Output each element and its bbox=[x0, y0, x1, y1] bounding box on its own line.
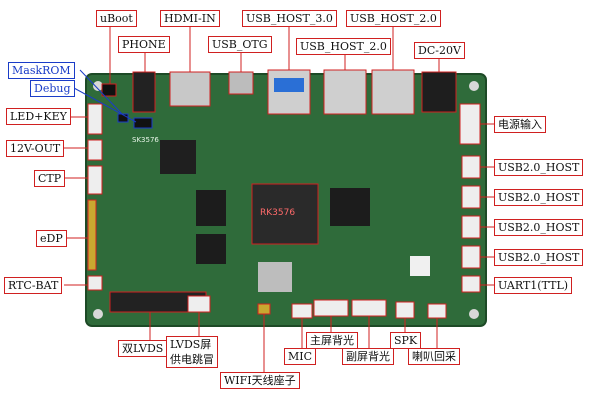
power-in-header bbox=[459, 103, 481, 145]
main-backlight-header bbox=[313, 299, 349, 317]
label-usb-host-20-top: USB_HOST_2.0 bbox=[346, 10, 441, 27]
sub-backlight-header bbox=[351, 299, 387, 317]
usb-otg-port bbox=[228, 71, 254, 95]
callout-lines bbox=[64, 22, 494, 372]
spk-header bbox=[395, 301, 415, 319]
label-mic: MIC bbox=[284, 348, 317, 365]
label-usb20-host-4: USB2.0_HOST bbox=[494, 249, 584, 266]
ctp-header bbox=[87, 165, 103, 195]
board-model-mark: SK3576 bbox=[132, 136, 159, 144]
usb20-port-b bbox=[371, 69, 415, 115]
lvds-jumper bbox=[187, 295, 211, 313]
debug-header bbox=[133, 117, 153, 129]
label-usb20-host-1: USB2.0_HOST bbox=[494, 159, 584, 176]
hdmi-port bbox=[169, 71, 211, 107]
label-usb20-host-3: USB2.0_HOST bbox=[494, 219, 584, 236]
label-wifi-antenna: WIFI天线座子 bbox=[220, 372, 300, 389]
label-dual-lvds: 双LVDS bbox=[118, 340, 168, 357]
mic-header bbox=[291, 303, 313, 319]
uart1-header bbox=[461, 275, 481, 293]
edp-connector bbox=[87, 199, 97, 271]
usb20-port-a bbox=[323, 69, 367, 115]
wifi-module bbox=[258, 262, 292, 292]
emmc-chip bbox=[330, 188, 370, 226]
label-usb-host-20-mid: USB_HOST_2.0 bbox=[296, 38, 391, 55]
label-edp: eDP bbox=[36, 230, 67, 247]
dc-jack bbox=[421, 71, 457, 113]
usb30-tongue bbox=[274, 78, 304, 92]
mount-hole bbox=[93, 81, 103, 91]
soc-mark: RK3576 bbox=[260, 208, 296, 218]
label-uboot: uBoot bbox=[96, 10, 137, 27]
label-hdmi-in: HDMI-IN bbox=[160, 10, 220, 27]
label-dc-20v: DC-20V bbox=[414, 42, 465, 59]
ddr-chip-b bbox=[196, 234, 226, 264]
usb20-header-1 bbox=[461, 155, 481, 179]
phone-jack bbox=[132, 71, 156, 113]
label-rtc-bat: RTC-BAT bbox=[4, 277, 63, 294]
qr-code bbox=[410, 256, 430, 276]
12v-out-header bbox=[87, 139, 103, 161]
pmic-chip bbox=[160, 140, 196, 174]
label-phone: PHONE bbox=[118, 36, 170, 53]
mount-hole bbox=[469, 309, 479, 319]
label-12v-out: 12V-OUT bbox=[6, 140, 65, 157]
label-maskrom: MaskROM bbox=[8, 62, 75, 79]
label-usb-host-30: USB_HOST_3.0 bbox=[242, 10, 337, 27]
wifi-antenna-socket bbox=[257, 303, 271, 315]
mount-hole bbox=[93, 309, 103, 319]
label-usb20-host-2: USB2.0_HOST bbox=[494, 189, 584, 206]
usb20-header-3 bbox=[461, 215, 481, 239]
label-lvds-jumper: LVDS屏 供电跳冒 bbox=[166, 336, 218, 368]
mount-hole bbox=[469, 81, 479, 91]
label-uart1: UART1(TTL) bbox=[494, 277, 573, 294]
label-horn-loop: 喇叭回采 bbox=[408, 348, 460, 365]
uboot-button bbox=[101, 83, 117, 97]
usb20-header-2 bbox=[461, 185, 481, 209]
label-ctp: CTP bbox=[34, 170, 66, 187]
soc-chip bbox=[251, 183, 319, 245]
label-led-key: LED+KEY bbox=[6, 108, 71, 125]
label-main-backlight: 主屏背光 bbox=[306, 332, 358, 349]
label-spk: SPK bbox=[390, 332, 422, 349]
label-power-in: 电源输入 bbox=[494, 116, 546, 133]
led-key-header bbox=[87, 103, 103, 135]
callout-lines-blue bbox=[73, 69, 137, 123]
rtc-bat-header bbox=[87, 275, 103, 291]
horn-loop-header bbox=[427, 303, 447, 319]
usb20-header-4 bbox=[461, 245, 481, 269]
ddr-chip-a bbox=[196, 190, 226, 226]
label-sub-backlight: 副屏背光 bbox=[342, 348, 394, 365]
label-debug: Debug bbox=[30, 80, 75, 97]
label-usb-otg: USB_OTG bbox=[208, 36, 272, 53]
